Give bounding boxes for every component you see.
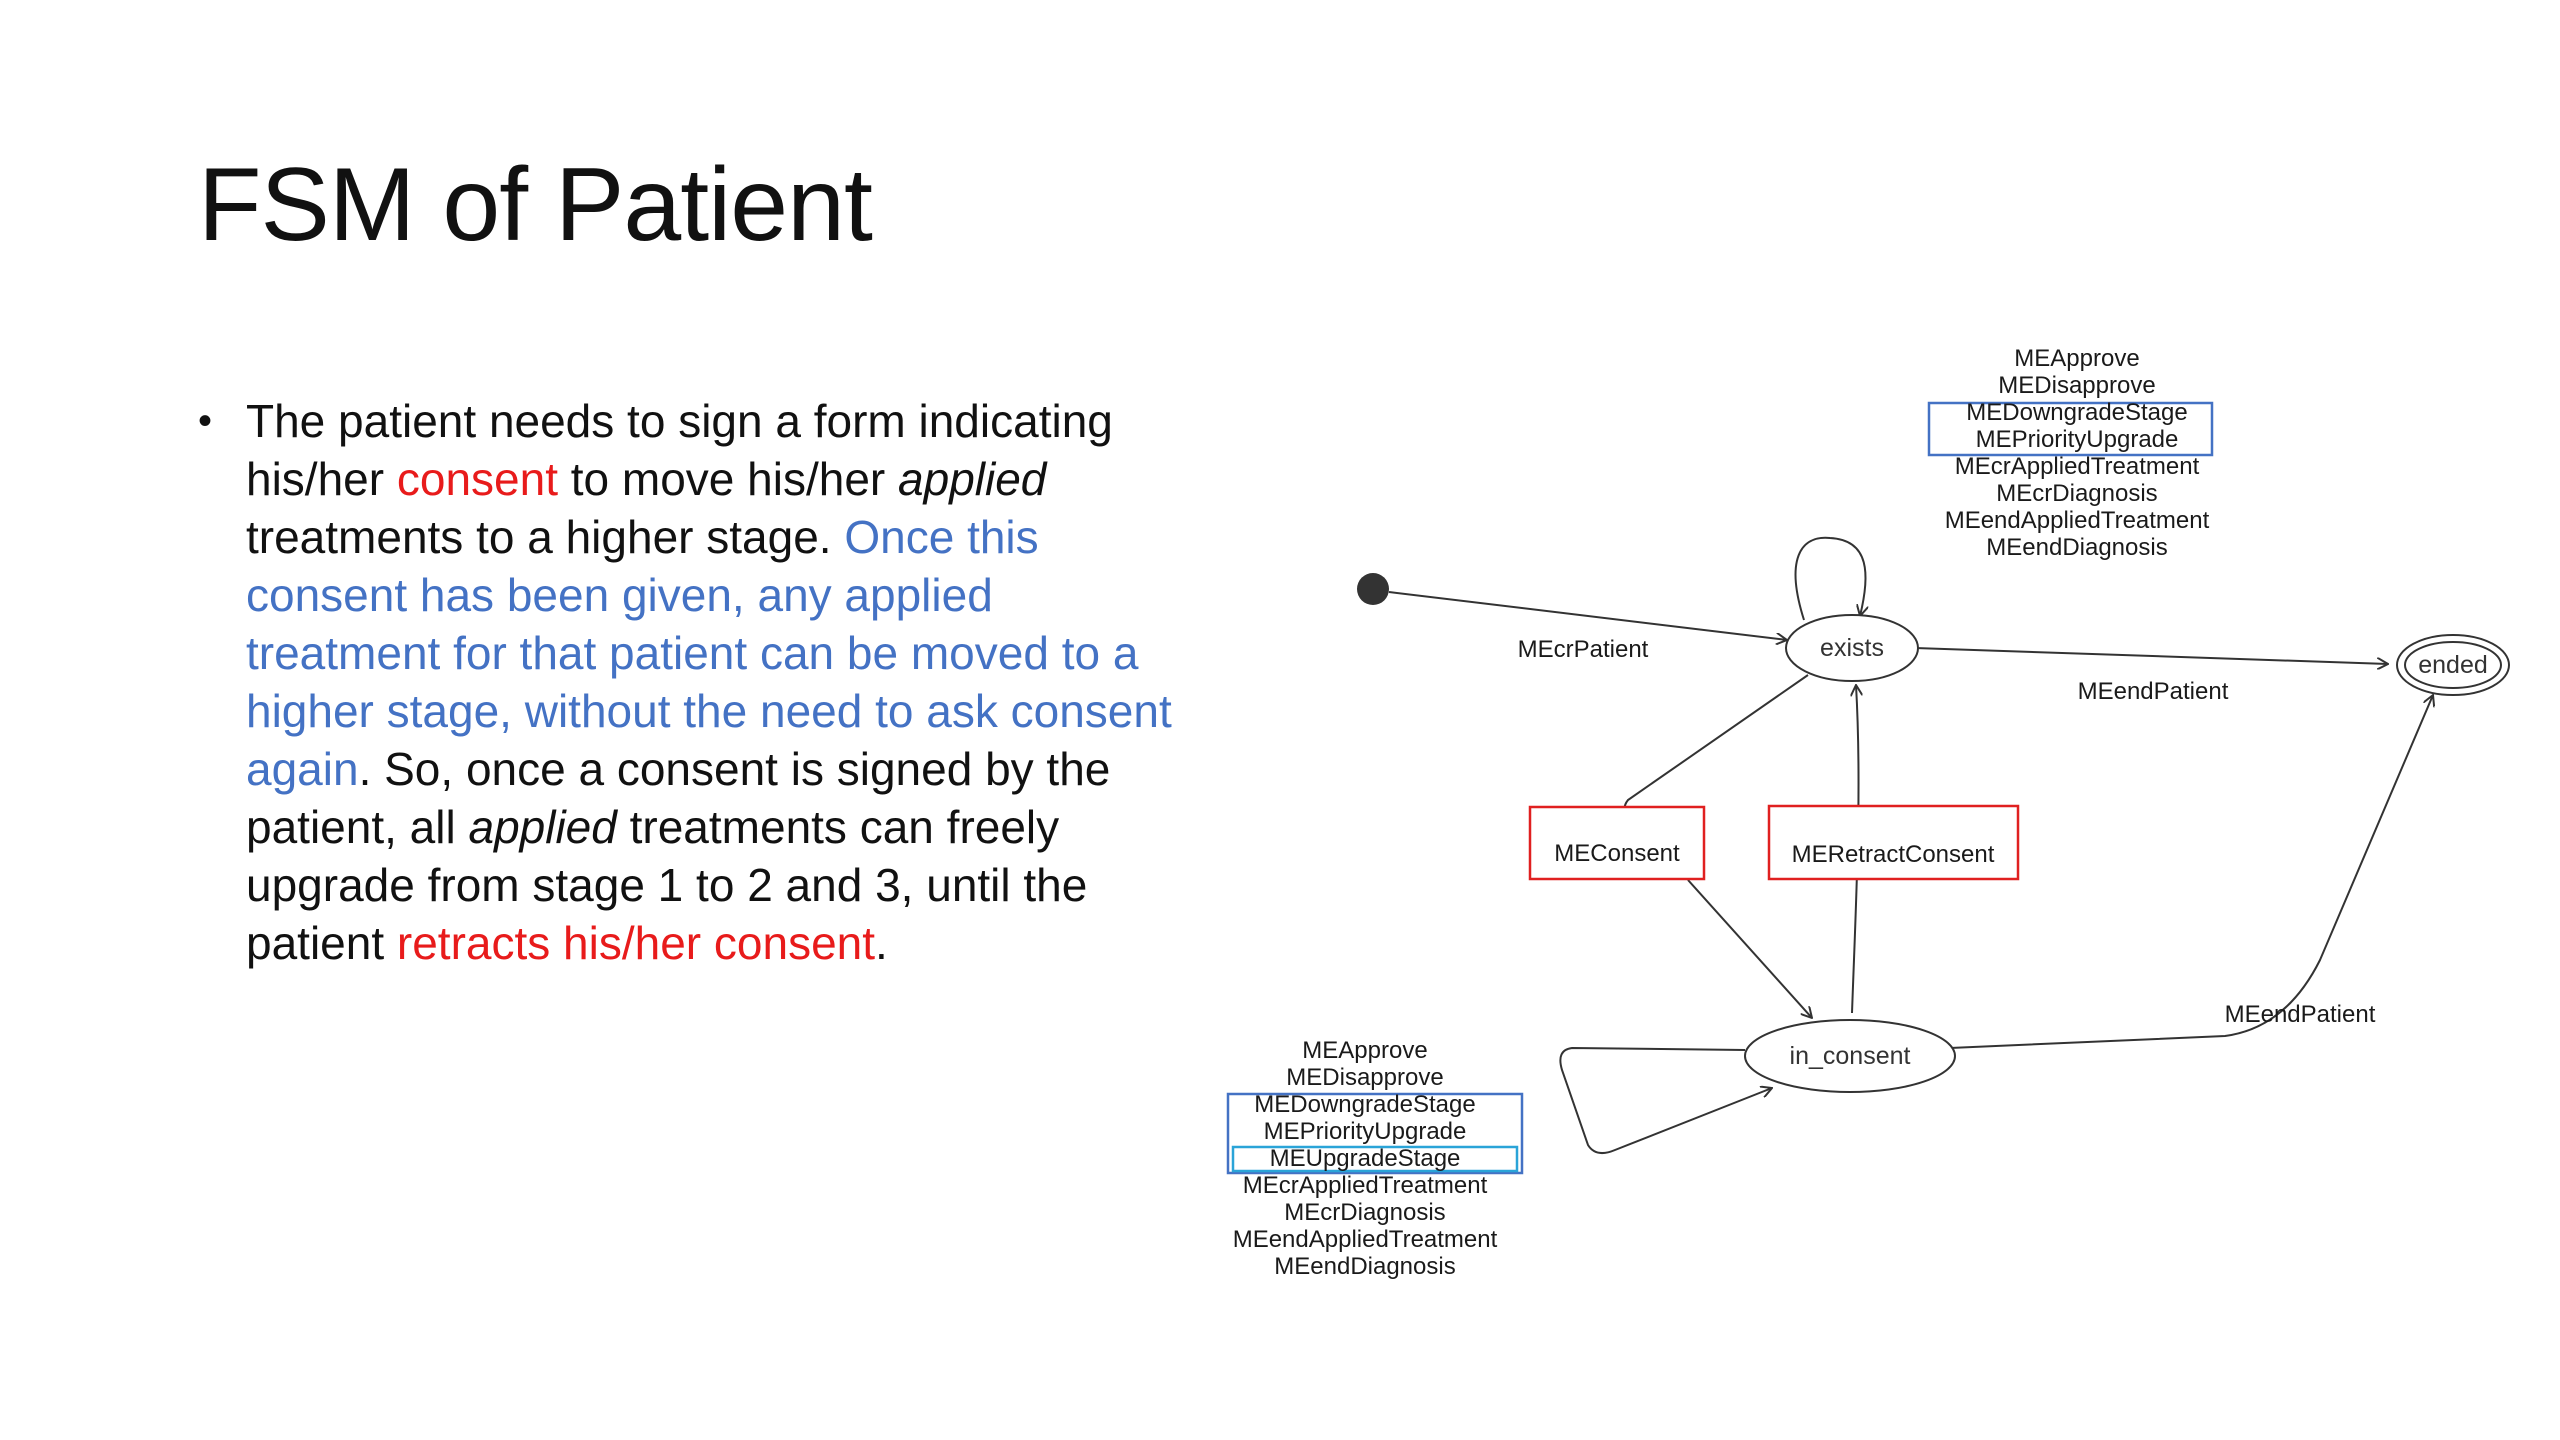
edge-consent-upper [1623, 674, 1809, 821]
in-consent-loop-label: MEDisapprove [1286, 1064, 1443, 1091]
exists-loop-label: MEPriorityUpgrade [1976, 426, 2179, 453]
state-ended-inner [2404, 641, 2502, 689]
state-exists-label: exists [1820, 634, 1884, 662]
initial-state-dot [1357, 573, 1389, 605]
in-consent-blue-box [1226, 1092, 1524, 1175]
slide-title: FSM of Patient [198, 147, 873, 263]
label-create: MEcrPatient [1518, 636, 1649, 663]
edge-exists-self-loop [1794, 536, 1866, 621]
exists-loop-label: MEDisapprove [1998, 372, 2155, 399]
in-consent-loop-label: MEendDiagnosis [1274, 1253, 1455, 1280]
exists-loop-label: MEendAppliedTreatment [1945, 507, 2210, 534]
bullet-icon: • [198, 399, 213, 443]
exists-loop-label: MEApprove [2014, 345, 2139, 372]
edge-exists-to-ended [1914, 647, 2388, 664]
in-consent-loop-label: MEDowngradeStage [1254, 1091, 1475, 1118]
exists-loop-labels: MEApprove MEDisapprove MEDowngradeStage … [1945, 345, 2210, 561]
consent-highlight: consent [396, 453, 558, 505]
in-consent-loop-label: MEPriorityUpgrade [1264, 1118, 1467, 1145]
in-consent-loop-label: MEcrDiagnosis [1284, 1199, 1445, 1226]
edge-in-consent-self-loop [1559, 1046, 1772, 1155]
label-consent: MEConsent [1554, 840, 1680, 867]
edge-create [1388, 591, 1787, 640]
state-ended-label: ended [2418, 651, 2488, 679]
exists-loop-label: MEcrAppliedTreatment [1955, 453, 2200, 480]
in-consent-loop-label: MEUpgradeStage [1270, 1145, 1461, 1172]
bullet-text-4: . So, once a consent is signed by the pa… [246, 743, 1111, 853]
in-consent-loop-label: MEApprove [1302, 1037, 1427, 1064]
edge-in-consent-to-ended [1949, 695, 2433, 1049]
exists-loop-label: MEcrDiagnosis [1996, 480, 2157, 507]
edge-consent-lower [1687, 879, 1812, 1018]
exists-blue-box [1927, 401, 2214, 457]
state-ended-outer [2396, 634, 2510, 696]
in-consent-loop-labels: MEApprove MEDisapprove MEDowngradeStage … [1233, 1037, 1498, 1280]
state-exists [1785, 614, 1919, 682]
bullet-item: • The patient needs to sign a form indica… [198, 392, 1198, 972]
applied-emphasis-2: applied [468, 801, 617, 853]
bullet-text-3: treatments to a higher stage. [246, 511, 845, 563]
bullet-text-1: The patient needs to sign a form indicat… [246, 395, 1113, 505]
in-consent-loop-label: MEendAppliedTreatment [1233, 1226, 1498, 1253]
label-end-from-exists: MEendPatient [2078, 678, 2229, 705]
blue-sentence: Once this consent has been given, any ap… [246, 511, 1172, 795]
upgrade-stage-cyan-box [1231, 1145, 1519, 1173]
label-end-from-in-consent: MEendPatient [2225, 1001, 2376, 1028]
retract-box [1767, 804, 2020, 881]
consent-box [1528, 805, 1706, 881]
bullet-text-2: to move his/her [557, 453, 899, 505]
bullet-text-5: treatments can freely upgrade from stage… [246, 801, 1088, 969]
exists-loop-label: MEDowngradeStage [1966, 399, 2187, 426]
applied-emphasis-1: applied [898, 453, 1047, 505]
bullet-text-6: . [875, 917, 888, 969]
bullet-list: • The patient needs to sign a form indica… [198, 392, 1198, 972]
exists-loop-label: MEendDiagnosis [1986, 534, 2167, 561]
in-consent-loop-label: MEcrAppliedTreatment [1243, 1172, 1488, 1199]
state-in-consent [1744, 1019, 1956, 1093]
retract-highlight: retracts his/her consent [396, 917, 876, 969]
state-in-consent-label: in_consent [1790, 1042, 1911, 1070]
label-retract: MERetractConsent [1792, 841, 1995, 868]
